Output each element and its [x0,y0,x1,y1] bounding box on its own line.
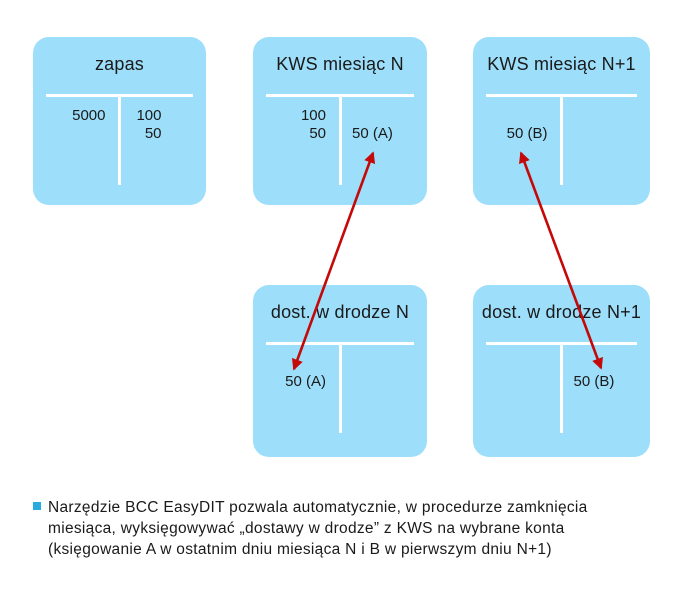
credit-value: 50 (A) [352,125,393,142]
account-box-kws-n1: KWS miesiąc N+1 50 (B) [473,37,650,205]
debit-value: 100 [300,107,326,124]
debit-value: 5000 [72,107,106,124]
t-account-row [253,355,427,373]
debit-value [473,373,562,391]
t-account-rows: 50 (B) [473,355,650,391]
footnote-line: Narzędzie BCC EasyDIT pozwala automatycz… [48,499,588,516]
t-account-rows: 5000 100 50 [33,107,206,143]
credit-value [340,355,427,373]
footnote-text: Narzędzie BCC EasyDIT pozwala automatycz… [48,497,588,560]
account-title: KWS miesiąc N [276,54,404,74]
footnote: Narzędzie BCC EasyDIT pozwala automatycz… [33,497,588,560]
debit-value: 50 (B) [506,125,548,142]
account-box-kws-n: KWS miesiąc N 100 50 50 (A) [253,37,427,205]
t-account-row [473,107,650,125]
debit-value [473,107,562,125]
account-box-dost-n: dost. w drodze N 50 (A) [253,285,427,457]
credit-value [562,125,651,143]
account-box-dost-n1: dost. w drodze N+1 50 (B) [473,285,650,457]
footnote-line: miesiąca, wyksięgowywać „dostawy w drodz… [48,520,565,537]
t-account-row: 50 (B) [473,125,650,143]
account-title: dost. w drodze N+1 [481,302,642,322]
square-bullet-icon [33,502,41,510]
t-account-row: 50 (A) [253,373,427,391]
t-account-vertical-line [118,94,121,185]
t-account-rows: 100 50 50 (A) [253,107,427,143]
t-account-vertical-line [338,342,342,433]
t-account-rows: 50 (A) [253,355,427,391]
t-account-row [473,355,650,373]
credit-value: 50 [144,125,162,142]
account-title: zapas [94,54,145,74]
footnote-line: (księgowanie A w ostatnim dniu miesiąca … [48,541,552,558]
t-account-row: 5000 100 [33,107,206,125]
debit-value [473,355,562,373]
credit-value [340,373,427,391]
t-account-vertical-line [560,94,563,185]
debit-value [253,355,340,373]
debit-value: 50 (A) [285,373,326,390]
account-title: KWS miesiąc N+1 [487,54,636,74]
t-account-row: 50 [33,125,206,143]
debit-value: 50 [309,125,326,142]
t-account-row: 50 50 (A) [253,125,427,143]
credit-value [562,355,651,373]
t-account-row: 100 [253,107,427,125]
credit-value [340,107,427,125]
t-account-vertical-line [338,94,342,185]
debit-value [33,125,120,143]
account-box-zapas: zapas 5000 100 50 [33,37,206,205]
credit-value: 50 (B) [573,373,615,390]
credit-value: 100 [136,107,162,124]
t-account-vertical-line [560,342,563,433]
t-account-row: 50 (B) [473,373,650,391]
credit-value [562,107,651,125]
account-title: dost. w drodze N [270,302,410,322]
t-account-rows: 50 (B) [473,107,650,143]
